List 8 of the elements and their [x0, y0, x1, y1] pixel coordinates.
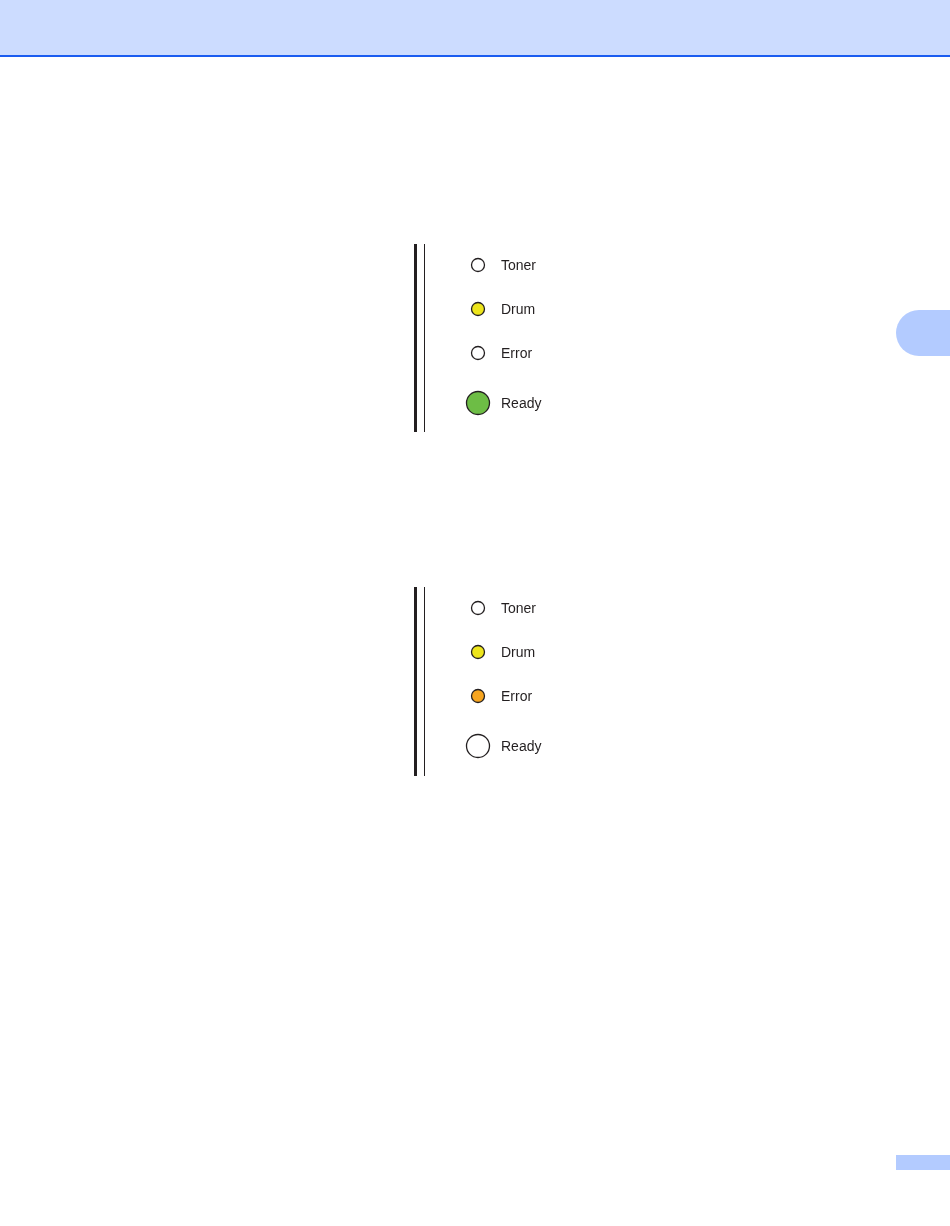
indicator-label: Error: [501, 688, 533, 704]
indicator-label: Drum: [501, 301, 536, 317]
indicator-label: Toner: [501, 600, 537, 616]
indicator-label: Error: [501, 345, 533, 361]
indicator-label: Ready: [501, 395, 542, 411]
indicator-label: Drum: [501, 644, 536, 660]
indicator-label: Ready: [501, 738, 542, 754]
indicator-label: Toner: [501, 257, 537, 273]
